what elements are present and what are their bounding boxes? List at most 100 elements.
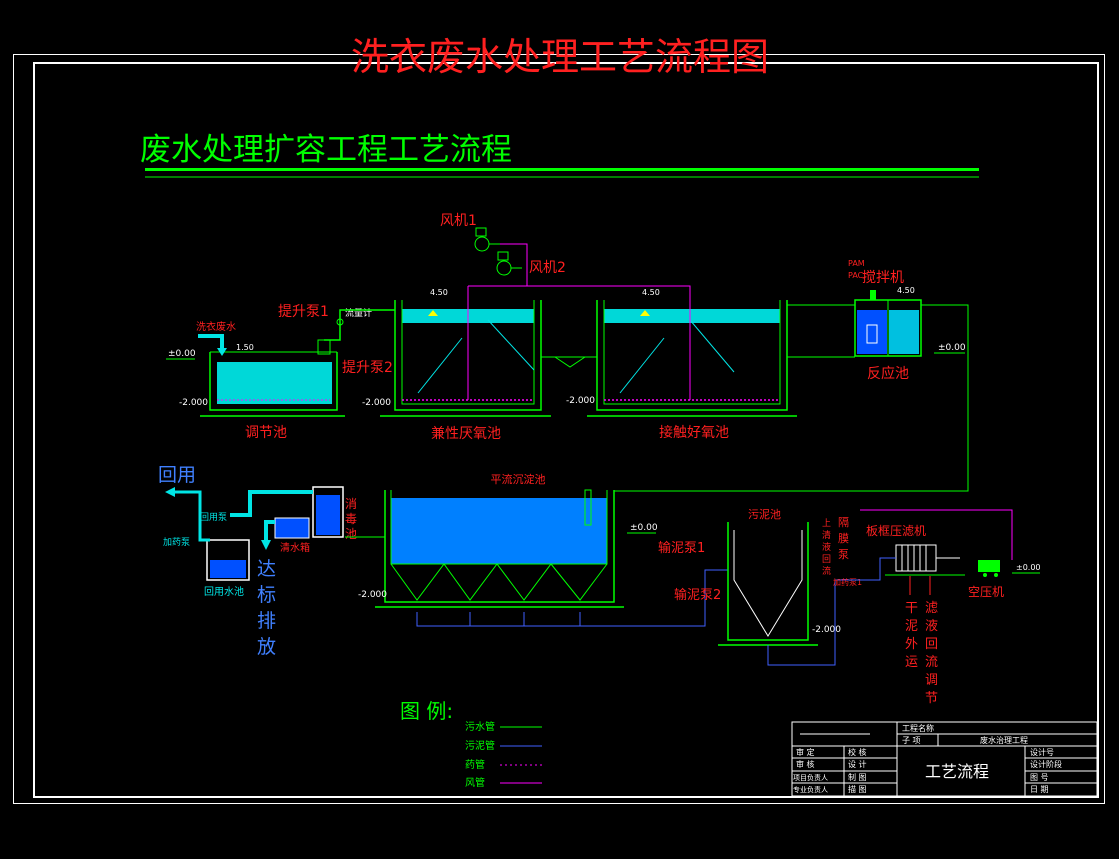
discharge-arrow-icon xyxy=(261,540,271,550)
dosing-pump1-label: 加药泵1 xyxy=(833,577,862,587)
sub-title-underline xyxy=(145,168,979,171)
level-minus2-5: -2.000 xyxy=(812,625,841,635)
pam-label: PAM xyxy=(848,259,865,268)
return-char-3: 液 xyxy=(822,541,831,553)
tb-review: 审 核 xyxy=(796,759,815,769)
level-460b: 4.50 xyxy=(642,288,660,297)
filtrate-char-4: 流 xyxy=(925,655,938,670)
sludge-pipe-1 xyxy=(416,569,728,627)
uv-label-1: 消 xyxy=(345,497,357,511)
diaphragm-char-1: 隔 xyxy=(838,516,849,529)
laundry-wastewater-label: 洗衣废水 xyxy=(196,320,236,333)
tb-design-stage: 设计阶段 xyxy=(1030,759,1062,769)
reuse-label: 回用 xyxy=(158,464,196,486)
level-ground-2: ±0.00 xyxy=(938,343,966,353)
tb-drawing-title: 工艺流程 xyxy=(925,762,989,781)
dry-cake-char-4: 运 xyxy=(905,655,918,670)
sludge-pipe-2 xyxy=(767,579,850,666)
return-char-1: 上 xyxy=(822,518,831,529)
lift-pump2-label: 提升泵2 xyxy=(342,360,393,376)
level-150: 1.50 xyxy=(236,343,254,352)
reaction-outlet-pipe xyxy=(614,304,969,492)
tb-check: 校 核 xyxy=(848,747,867,757)
sedimentation-tank-label: 平流沉淀池 xyxy=(491,472,546,486)
sludge-tank xyxy=(718,522,818,646)
reuse-outlet-pipe xyxy=(175,490,210,542)
regulating-tank xyxy=(200,351,345,417)
level-minus2-4: -2.000 xyxy=(358,590,387,600)
return-char-4: 回 xyxy=(822,554,831,565)
tb-drawing-no: 图 号 xyxy=(1030,773,1049,782)
legend-item-chemical: 药管 xyxy=(465,758,542,771)
tb-approve: 审 定 xyxy=(796,747,815,757)
tb-sub-item: 子 项 xyxy=(902,736,921,745)
lift-pump-icon xyxy=(317,309,395,355)
svg-text:药管: 药管 xyxy=(465,758,485,771)
reuse-pipe xyxy=(230,490,313,517)
legend-title: 图 例: xyxy=(400,699,453,723)
reuse-pump-label: 回用泵 xyxy=(200,512,227,523)
pac-label: PAC xyxy=(848,271,864,280)
svg-text:风管: 风管 xyxy=(465,776,485,789)
lift-pump1-label: 提升泵1 xyxy=(278,304,329,320)
clear-tank-label: 清水箱 xyxy=(280,541,310,554)
level-minus2-3: -2.000 xyxy=(566,396,595,406)
level-450: 4.50 xyxy=(897,286,915,295)
filtrate-char-1: 滤 xyxy=(925,601,938,616)
reuse-pool-label: 回用水池 xyxy=(204,585,244,598)
filter-press-label: 板框压滤机 xyxy=(866,524,926,538)
filtrate-char-2: 液 xyxy=(925,619,938,634)
sub-title: 废水处理扩容工程工艺流程 xyxy=(140,132,512,168)
title-block xyxy=(791,721,1098,797)
sludge-pump1-label: 输泥泵1 xyxy=(658,540,705,556)
legend-item-sludge: 污泥管 xyxy=(465,739,542,752)
svg-text:污水管: 污水管 xyxy=(465,720,495,733)
svg-text:污泥管: 污泥管 xyxy=(465,739,495,752)
sedimentation-tank xyxy=(375,489,624,608)
inlet-arrow-icon xyxy=(217,348,227,356)
air-compressor-label: 空压机 xyxy=(968,585,1004,599)
sludge-pump2-label: 输泥泵2 xyxy=(674,587,721,603)
air-compressor-icon xyxy=(978,560,1000,577)
level-ground-1: ±0.00 xyxy=(168,349,196,359)
reaction-tank xyxy=(854,290,922,357)
air-pipe-press xyxy=(860,509,1013,560)
uv-label-2: 毒 xyxy=(345,512,357,526)
level-ground-4: ±0.00 xyxy=(1016,563,1041,572)
fan1-icon xyxy=(474,227,500,252)
reaction-tank-label: 反应池 xyxy=(867,365,909,382)
tb-sub-item-value: 废水治理工程 xyxy=(980,735,1028,745)
return-char-2: 清 xyxy=(822,529,831,541)
drawing-outer-border xyxy=(13,54,1105,804)
reuse-arrow-icon xyxy=(165,487,175,497)
legend-item-sewage: 污水管 xyxy=(465,720,542,733)
diaphragm-char-3: 泵 xyxy=(838,548,849,561)
tb-project-lead: 项目负责人 xyxy=(793,773,828,782)
discharge-char-4: 放 xyxy=(257,636,276,658)
main-title: 洗衣废水处理工艺流程图 xyxy=(351,35,769,79)
aerobic-tank-label: 接触好氧池 xyxy=(659,424,729,441)
discharge-char-3: 排 xyxy=(257,610,276,632)
return-char-5: 流 xyxy=(822,565,831,577)
anoxic-tank-label: 兼性厌氧池 xyxy=(431,426,501,442)
discharge-pipe xyxy=(264,520,275,540)
drawing-inner-border xyxy=(33,62,1099,798)
tb-discipline-lead: 专业负责人 xyxy=(793,785,828,794)
filtrate-char-3: 回 xyxy=(925,637,938,652)
dry-cake-char-2: 泥 xyxy=(905,619,918,634)
wastewater-inlet-pipe xyxy=(198,334,224,350)
anoxic-tank xyxy=(380,292,551,417)
tb-design: 设 计 xyxy=(848,759,867,769)
tb-draw: 制 图 xyxy=(848,772,867,782)
level-minus2-1: -2.000 xyxy=(179,398,208,408)
dry-cake-char-1: 干 xyxy=(905,601,918,616)
filter-press-icon xyxy=(885,544,965,576)
mixer-label: 搅拌机 xyxy=(862,270,904,286)
fan2-icon xyxy=(496,251,522,276)
fan2-label: 风机2 xyxy=(529,260,566,276)
sludge-tank-label: 污泥池 xyxy=(748,508,781,521)
tb-date: 日 期 xyxy=(1030,785,1049,794)
tb-project-name: 工程名称 xyxy=(902,723,934,733)
regulating-tank-label: 调节池 xyxy=(245,425,287,441)
dosing-pump-label: 加药泵 xyxy=(163,537,190,548)
